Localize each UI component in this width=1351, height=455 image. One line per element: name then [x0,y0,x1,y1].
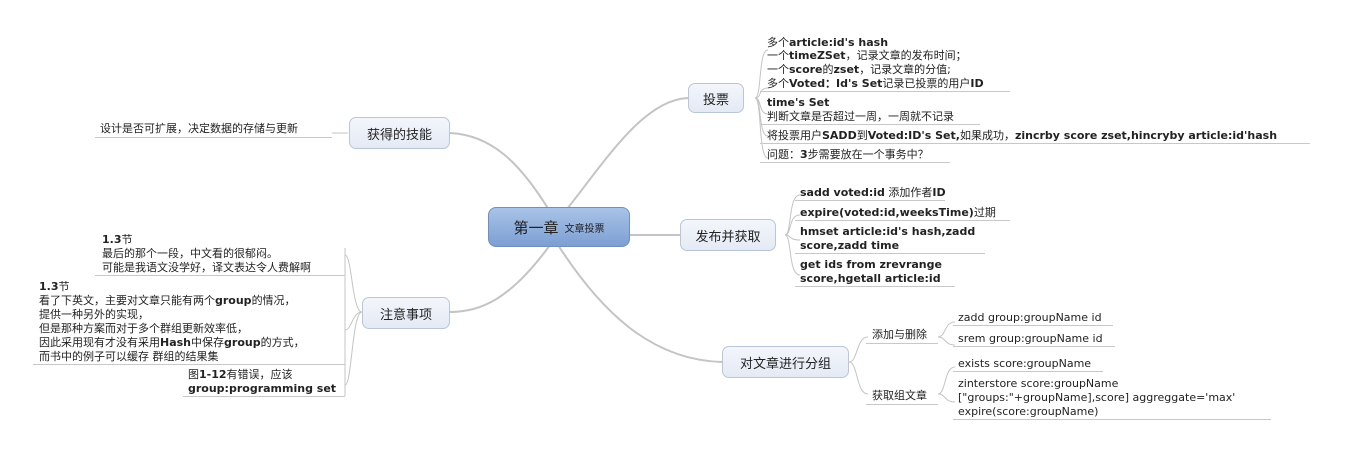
central-subtitle: 文章投票 [564,223,605,235]
topic-vote-label: 投票 [702,92,729,108]
notes-leaf-3: 图1-12有错误，应该 group:programming set [188,368,337,395]
connector-central-notes [449,244,551,313]
group-sub-add-underline [866,343,938,344]
topic-group[interactable]: 对文章进行分组 [722,346,849,378]
group-sub-add-label: 添加与删除 [872,328,927,341]
bracket-group [848,336,869,395]
group-fetch-item-1: exists score:groupName [958,357,1092,370]
topic-group-label: 对文章进行分组 [739,356,831,372]
vote-leaf-4: 多个Voted：Id's Set记录已投票的用户ID [767,77,984,90]
publish-leaf-1-underline [795,200,945,201]
group-sub-fetch-label: 获取组文章 [872,389,927,402]
vote-leaf-8: 问题：3步需要放在一个事务中？ [767,148,929,161]
topic-skills-label: 获得的技能 [366,127,432,143]
skills-leaf-underline [95,137,332,138]
connector-central-group [557,244,723,363]
skills-leaf: 设计是否可扩展，决定数据的存储与更新 [100,122,298,135]
topic-vote[interactable]: 投票 [688,83,744,113]
bracket-vote [754,49,769,159]
central-topic[interactable]: 第一章 文章投票 [488,207,630,247]
vote-leaf-4-underline [760,91,1010,92]
vote-leaf-6-underline [760,124,980,125]
publish-leaf-4-underline [795,286,955,287]
group-add-item-2: srem group:groupName id [958,332,1103,345]
topic-publish-label: 发布并获取 [695,229,761,245]
bracket-publish [784,194,801,276]
group-add-item-1-underline [953,325,1113,326]
group-add-item-2-underline [953,346,1115,347]
vote-leaf-5: time's Set [767,96,830,109]
vote-leaf-2: 一个timeZSet，记录文章的发布时间； [767,49,967,62]
connector-central-skills [449,132,556,221]
central-title: 第一章 [513,218,559,237]
vote-leaf-8-underline [760,162,950,163]
notes-leaf-1-underline [95,275,345,276]
vote-leaf-3: 一个score的zset，记录文章的分值; [767,63,951,76]
group-fetch-item-2: zinterstore score:groupName ["groups:"+g… [958,377,1236,418]
bracket-fetch [937,366,956,403]
vote-leaf-7: 将投票用户SADD到Voted:ID's Set,如果成功，zincrby sc… [767,129,1278,142]
publish-leaf-2: expire(voted:id,weeksTime)过期 [800,206,996,219]
publish-leaf-3-underline [795,253,985,254]
notes-leaf-2-underline [33,364,345,365]
bracket-add [937,321,956,346]
connector-central-vote [557,97,689,221]
group-sub-fetch-underline [866,404,938,405]
group-add-item-1: zadd group:groupName id [958,311,1102,324]
vote-leaf-1: 多个article:id's hash [767,36,889,49]
vote-leaf-6: 判断文章是否超过一周，一周就不记录 [767,110,954,123]
group-fetch-item-1-underline [953,371,1103,372]
group-fetch-item-2-underline [953,419,1271,420]
topic-notes-label: 注意事项 [379,307,432,323]
publish-leaf-2-underline [795,220,1010,221]
topic-publish[interactable]: 发布并获取 [680,219,776,251]
publish-leaf-1: sadd voted:id 添加作者ID [800,186,946,199]
vote-leaf-7-underline [760,143,1310,144]
notes-leaf-1: 1.3节 最后的那个一段，中文看的很郁闷。 可能是我语文没学好，译文表达令人费解… [102,233,311,274]
topic-skills[interactable]: 获得的技能 [349,117,450,149]
topic-notes[interactable]: 注意事项 [362,297,450,329]
notes-leaf-3-underline [183,396,345,397]
notes-leaf-2: 1.3节 看了下英文，主要对文章只能有两个group的情况， 提供一种另外的实现… [39,280,305,363]
bracket-notes [344,254,363,386]
